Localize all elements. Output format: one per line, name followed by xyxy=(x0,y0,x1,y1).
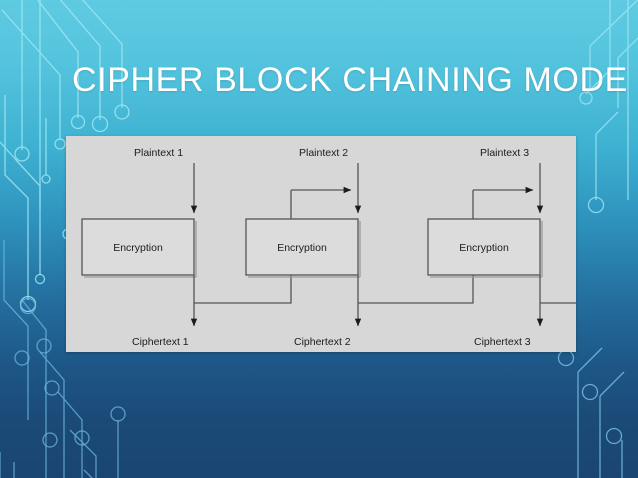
encryption-box-label-3: Encryption xyxy=(459,242,509,254)
page-title: CIPHER BLOCK CHAINING MODE xyxy=(72,61,628,99)
ciphertext-label-1: Ciphertext 1 xyxy=(132,336,189,348)
cbc-diagram: Plaintext 1 Encryption Ciphertext 1 Plai… xyxy=(81,147,576,348)
plaintext-label-2: Plaintext 2 xyxy=(299,147,348,159)
encryption-box-label-2: Encryption xyxy=(277,242,327,254)
plaintext-label-3: Plaintext 3 xyxy=(480,147,529,159)
cbc-diagram-panel: Plaintext 1 Encryption Ciphertext 1 Plai… xyxy=(66,136,576,352)
ciphertext-label-3: Ciphertext 3 xyxy=(474,336,531,348)
ciphertext-label-2: Ciphertext 2 xyxy=(294,336,351,348)
plaintext-label-1: Plaintext 1 xyxy=(134,147,183,159)
encryption-box-label-1: Encryption xyxy=(113,242,163,254)
